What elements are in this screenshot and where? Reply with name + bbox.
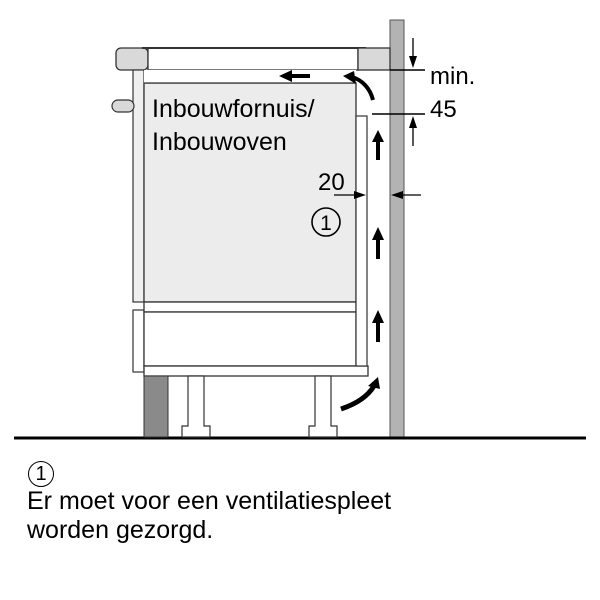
callout-marker-number: 1	[320, 212, 332, 235]
cabinet-bottom	[143, 365, 369, 377]
caption-marker: 1	[28, 461, 54, 487]
dimension-20: 20	[318, 169, 421, 199]
dimension-45-label: 45	[430, 96, 457, 123]
dimension-20-label: 20	[318, 169, 345, 196]
cabinet-front-frame-top	[132, 69, 145, 303]
appliance-label-line1: Inbouwfornuis/	[152, 95, 315, 123]
cabinet-back-panel	[355, 115, 368, 367]
airflow-arrows	[279, 70, 384, 412]
dimension-min-45: min. 45	[372, 38, 475, 146]
appliance-label-line2: Inbouwoven	[152, 128, 287, 156]
callout-marker-circle	[311, 207, 341, 237]
worktop-left	[115, 47, 149, 71]
oven-knob	[111, 99, 135, 113]
cabinet-leg-right	[308, 375, 338, 438]
cabinet-front-frame-bottom	[132, 309, 145, 373]
caption: 1 Er moet voor een ventilatiespleet word…	[27, 458, 391, 545]
caption-line1: Er moet voor een ventilatiespleet	[27, 487, 392, 515]
caption-line2: worden gezorgd.	[27, 516, 214, 544]
plinth	[143, 375, 169, 438]
cabinet-leg-left	[181, 375, 211, 438]
dimension-min-label: min.	[430, 63, 475, 90]
drawer	[143, 311, 357, 367]
wall	[389, 19, 405, 438]
hob	[147, 47, 359, 71]
oven-rail	[143, 301, 357, 313]
worktop-right	[357, 47, 391, 71]
